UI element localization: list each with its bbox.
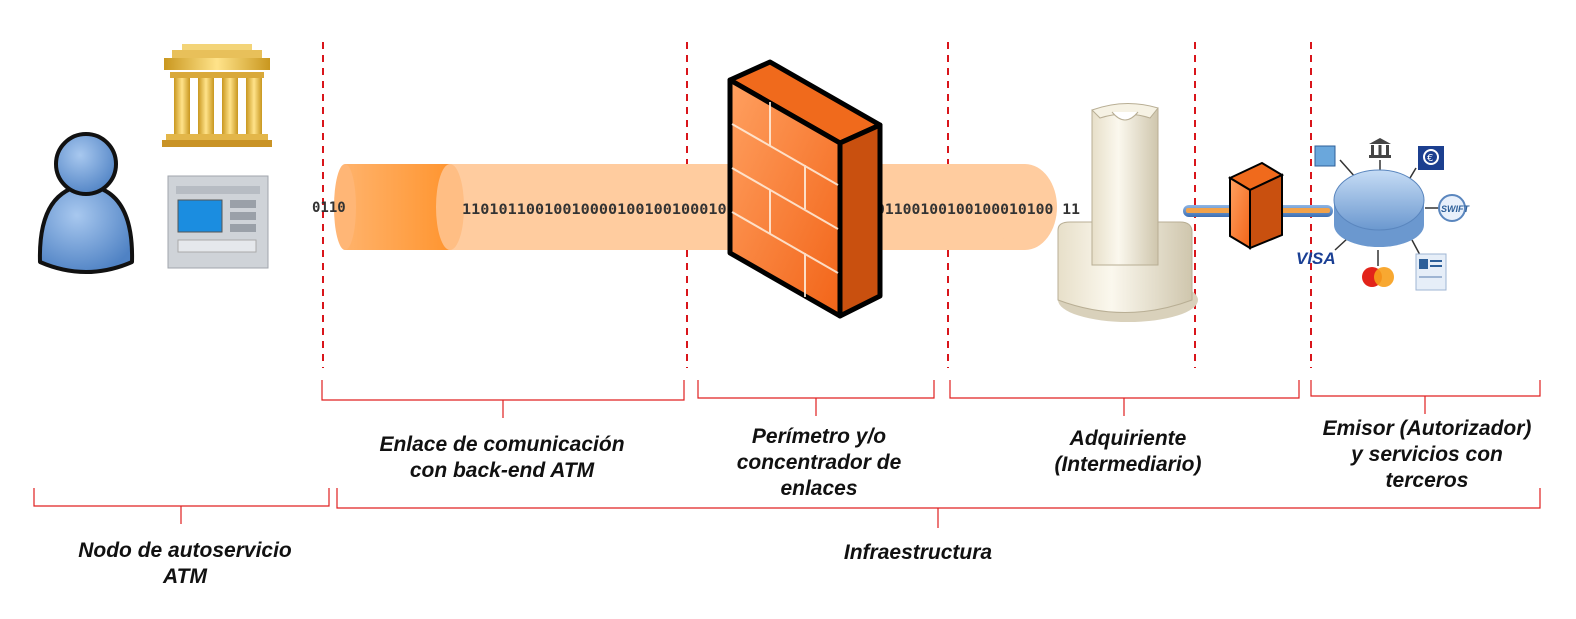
- brace-nodo: [33, 488, 330, 524]
- swift-icon: SWIFT: [1438, 194, 1470, 222]
- label-adquiriente: Adquiriente (Intermediario): [1054, 427, 1202, 476]
- label-nodo: Nodo de autoservicio ATM: [78, 539, 292, 588]
- first-data-icon: [1415, 253, 1447, 291]
- visa-logo: VISA: [1296, 249, 1336, 268]
- brace-enlace: [321, 380, 685, 418]
- acquirer-server-icon: [1057, 102, 1198, 322]
- brace-emisor: [1310, 380, 1541, 414]
- svg-text:€: €: [1427, 153, 1433, 164]
- euro-icon: €: [1418, 146, 1444, 170]
- bank-building-icon: [162, 44, 272, 147]
- brace-adquiriente: [949, 380, 1300, 416]
- label-enlace: Enlace de comunicación con back-end ATM: [379, 433, 625, 482]
- bits-pipe-a: 11010110010010000100100100010111: [462, 202, 754, 218]
- issuer-satellites: € SWIFT VISA: [1296, 138, 1470, 291]
- pipe-dark-start: [334, 164, 356, 250]
- label-perimetro: Perímetro y/o concentrador de enlaces: [736, 425, 902, 500]
- label-infra: Infraestructura: [843, 541, 993, 564]
- brace-perimetro: [697, 380, 935, 416]
- issuer-hub-icon: [1333, 159, 1440, 266]
- data-pipe: 0110 11010110010010000100100100010111 01…: [312, 164, 1080, 250]
- bank-small-icon: [1369, 138, 1391, 158]
- bits-pipe-b: 01100100100100010100 11: [876, 202, 1080, 218]
- pipe-light: [385, 164, 1025, 250]
- card-icon: [1314, 145, 1336, 167]
- small-firewall-icon: [1227, 161, 1285, 250]
- braces: [33, 380, 1541, 528]
- firewall-icon: [727, 59, 883, 319]
- pipe-dark: [345, 164, 450, 250]
- label-emisor: Emisor (Autorizador) y servicios con ter…: [1322, 417, 1532, 492]
- pipe-light-end: [993, 164, 1057, 250]
- bits-start: 0110: [312, 200, 346, 216]
- mastercard-icon: [1362, 267, 1394, 287]
- pipe-dark-end: [436, 164, 464, 250]
- swift-label: SWIFT: [1441, 204, 1470, 214]
- user-icon: [37, 132, 135, 274]
- brace-infra: [336, 488, 1541, 528]
- atm-machine-icon: [167, 175, 269, 269]
